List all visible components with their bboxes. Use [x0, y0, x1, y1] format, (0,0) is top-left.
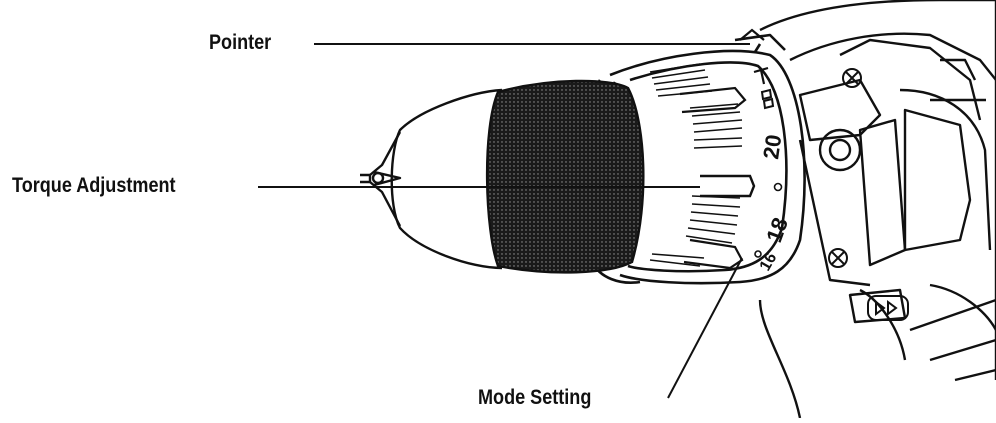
drill-mode-icon	[760, 88, 775, 110]
dial-mark-16: 16	[757, 250, 781, 274]
collar-ribs	[649, 63, 756, 270]
pointer-notch	[739, 28, 765, 41]
drill-body	[758, 0, 996, 419]
leader-lines	[258, 43, 750, 399]
hammer-mode-icon	[753, 66, 769, 85]
pointer-label: Pointer	[209, 31, 272, 54]
dial-dot-lower	[754, 250, 762, 258]
torque-adjustment-label: Torque Adjustment	[12, 174, 176, 197]
direction-switch	[867, 295, 909, 321]
screw-bottom	[828, 248, 848, 268]
dial-mark-18: 18	[761, 214, 793, 246]
mode-leader	[667, 257, 743, 399]
mode-setting-label: Mode Setting	[478, 386, 592, 409]
chuck-nose	[360, 88, 503, 270]
knurled-grip	[485, 79, 645, 274]
body-port	[818, 128, 862, 172]
screw-top	[842, 68, 862, 88]
dial-dot-upper	[773, 182, 783, 192]
dial-mark-20: 20	[758, 133, 786, 161]
